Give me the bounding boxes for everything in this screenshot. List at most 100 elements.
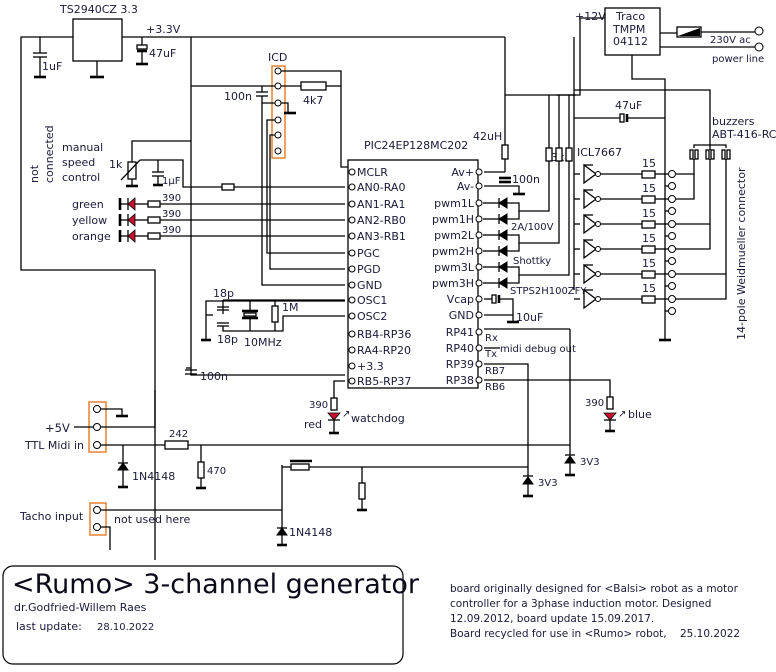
net-rb7: RB7 bbox=[485, 366, 505, 377]
midi-pin-5v[interactable] bbox=[93, 423, 101, 431]
design-notes: board originally designed for <Balsi> ro… bbox=[450, 582, 770, 642]
weidmueller-terminal[interactable] bbox=[668, 170, 676, 178]
diode-part: STPS2H100ZFY bbox=[510, 286, 587, 297]
mcu-pin-left bbox=[348, 377, 356, 385]
weidmueller-terminal[interactable] bbox=[668, 220, 676, 228]
mcu-pin-right bbox=[475, 247, 483, 255]
resistor-470-label: 470 bbox=[207, 466, 226, 477]
mcu-pin-right bbox=[475, 215, 483, 223]
inverter-bubble bbox=[595, 221, 601, 227]
midi-in-label: TTL Midi in bbox=[24, 439, 84, 452]
mcu-pin-label: pwm1H bbox=[432, 213, 474, 226]
traco-line3: 04112 bbox=[613, 35, 648, 48]
mains-label: 230V ac bbox=[710, 35, 751, 46]
blue-res-label: 390 bbox=[585, 398, 604, 409]
inverter-bubble bbox=[595, 271, 601, 277]
cap-47uf-label: 47uF bbox=[149, 47, 176, 60]
led-arrow-icon: ↗ bbox=[342, 409, 350, 420]
zener-rb7-label: 3V3 bbox=[538, 478, 558, 489]
weidmueller-terminal[interactable] bbox=[668, 245, 676, 253]
mcu-pin-right bbox=[475, 311, 483, 319]
pullup-resistor bbox=[565, 147, 573, 162]
speed-label-3: control bbox=[62, 171, 100, 184]
mcu-pin-label: GND bbox=[357, 279, 382, 292]
led-green bbox=[127, 197, 136, 211]
midi-input: +5V TTL Midi in 242 3V3 1N4148 470 bbox=[24, 328, 600, 490]
blue-led-resistor bbox=[606, 396, 614, 410]
speed-label-1: manual bbox=[62, 141, 103, 154]
mcu-pin-right bbox=[475, 328, 483, 336]
title-text: <Rumo> 3-channel generator bbox=[12, 569, 420, 600]
weidmueller-terminal[interactable] bbox=[668, 270, 676, 278]
resistor-4k7 bbox=[300, 81, 327, 91]
mains-sublabel: power line bbox=[712, 54, 764, 65]
mcu-pin-right bbox=[475, 168, 483, 176]
v5-label: +5V bbox=[45, 421, 70, 435]
traco-module bbox=[604, 7, 661, 56]
mcu-pin-right bbox=[475, 199, 483, 207]
series-resistor-15 bbox=[641, 220, 656, 229]
mcu-pin-right bbox=[475, 295, 483, 303]
led-resistor-label: 390 bbox=[162, 209, 181, 220]
vcap-capacitor bbox=[491, 294, 497, 304]
mains-terminal-2[interactable] bbox=[754, 42, 764, 52]
buzzer-icon bbox=[710, 149, 715, 160]
notes-line: 12.09.2012, board update 15.09.2017. bbox=[450, 613, 655, 625]
bulk-cap bbox=[619, 113, 625, 123]
traco-line2: TMPM bbox=[612, 23, 645, 36]
weidmueller-terminal[interactable] bbox=[668, 182, 676, 190]
series-resistor-label: 15 bbox=[642, 207, 656, 220]
title-block: <Rumo> 3-channel generator dr.Godfried-W… bbox=[2, 565, 420, 665]
weidmueller-terminal[interactable] bbox=[668, 257, 676, 265]
led-resistor-label: 390 bbox=[162, 225, 181, 236]
series-resistor-15 bbox=[641, 170, 656, 179]
buzzer-icon bbox=[705, 149, 710, 160]
watchdog-resistor bbox=[330, 397, 338, 411]
mcu-pin-right bbox=[475, 360, 483, 368]
led-resistor-label: 390 bbox=[162, 193, 181, 204]
schottky-diode bbox=[498, 277, 508, 289]
cap-1uf-label: 1uF bbox=[42, 60, 62, 73]
zener-3v3-rb7 bbox=[522, 476, 534, 485]
mcu-pin-label: pwm1L bbox=[434, 197, 475, 210]
inverter-bubble bbox=[595, 196, 601, 202]
resistor-242-label: 242 bbox=[169, 429, 188, 440]
led-resistor bbox=[147, 232, 161, 240]
notes-line: board originally designed for <Balsi> ro… bbox=[450, 583, 738, 595]
mains-terminal-1[interactable] bbox=[754, 26, 764, 36]
mcu-pin-right bbox=[475, 344, 483, 352]
decoupling-label: 100n bbox=[200, 370, 228, 383]
schottky-diode bbox=[498, 229, 508, 241]
net-rx: Rx bbox=[485, 333, 498, 344]
midi-pin-data[interactable] bbox=[93, 441, 101, 449]
led-resistor bbox=[147, 200, 161, 208]
inductor-42uh bbox=[501, 144, 509, 160]
series-resistor-15 bbox=[641, 295, 656, 304]
mcu-pin-label: +3.3 bbox=[357, 360, 384, 373]
watchdog-res-label: 390 bbox=[309, 400, 328, 411]
midi-debug-label: midi debug out bbox=[500, 344, 576, 355]
weidmueller-terminal[interactable] bbox=[668, 307, 676, 315]
resistor-1m bbox=[271, 305, 279, 323]
midi-pin-gnd[interactable] bbox=[93, 405, 101, 413]
weidmueller-terminal[interactable] bbox=[668, 207, 676, 215]
speed-label-2: speed bbox=[62, 156, 95, 169]
watchdog-led bbox=[327, 412, 341, 421]
tacho-pin-2[interactable] bbox=[93, 523, 101, 531]
tacho-pin-1[interactable] bbox=[93, 506, 101, 514]
inverter-bubble bbox=[595, 171, 601, 177]
resistor-an0 bbox=[221, 183, 235, 191]
regulator-body bbox=[72, 18, 123, 62]
weidmueller-terminal[interactable] bbox=[668, 295, 676, 303]
tacho-label: Tacho input bbox=[19, 510, 84, 523]
weidmueller-terminal[interactable] bbox=[668, 282, 676, 290]
icd-connector-outline bbox=[271, 65, 286, 159]
driver-buffer bbox=[583, 163, 598, 185]
weidmueller-terminal[interactable] bbox=[668, 195, 676, 203]
icd-pin-2 bbox=[274, 82, 282, 90]
led-color-label: orange bbox=[72, 230, 111, 243]
weidmueller-terminal[interactable] bbox=[668, 232, 676, 240]
mcu-pin-label: AN0-RA0 bbox=[357, 181, 405, 194]
mcu-pin-right bbox=[475, 182, 483, 190]
